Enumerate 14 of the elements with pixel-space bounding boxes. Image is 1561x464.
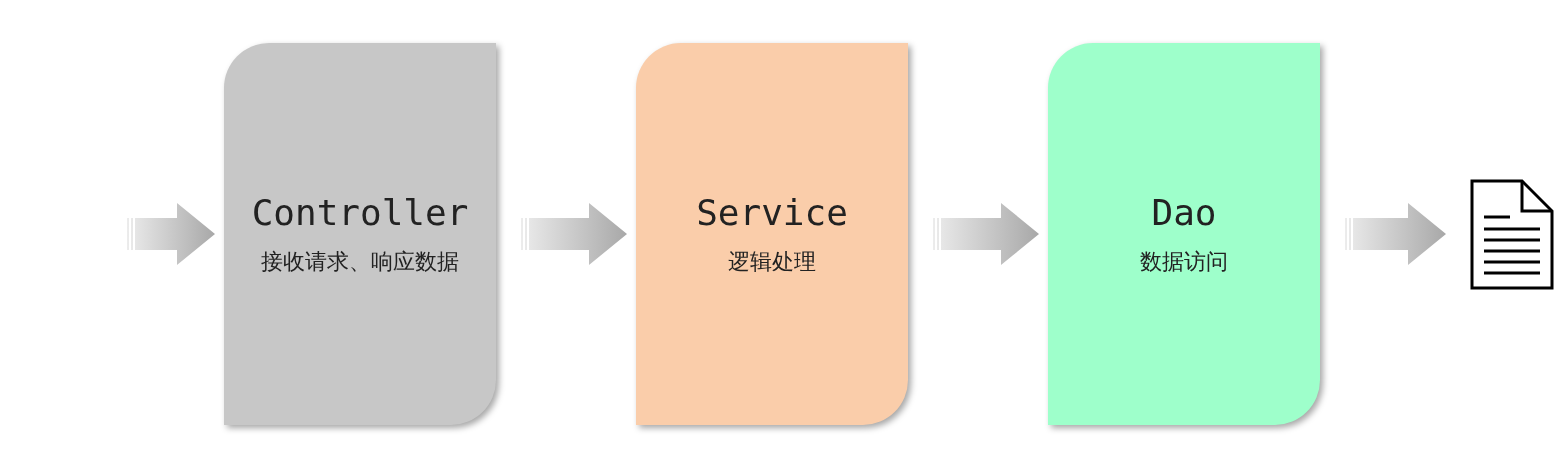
layer-description: 数据访问 — [1140, 247, 1228, 276]
layer-title: Service — [696, 191, 848, 233]
layer-description: 逻辑处理 — [728, 247, 816, 276]
layer-title: Controller — [251, 191, 469, 233]
arrow — [521, 203, 627, 265]
layer-title: Dao — [1151, 191, 1217, 233]
layer-box — [224, 43, 496, 425]
arrow — [127, 203, 215, 265]
arrow — [933, 203, 1039, 265]
layer-box — [636, 43, 908, 425]
arrow — [1345, 203, 1446, 265]
layer-description: 接收请求、响应数据 — [261, 247, 459, 276]
layer-box — [1048, 43, 1320, 425]
document-icon — [1470, 179, 1554, 290]
